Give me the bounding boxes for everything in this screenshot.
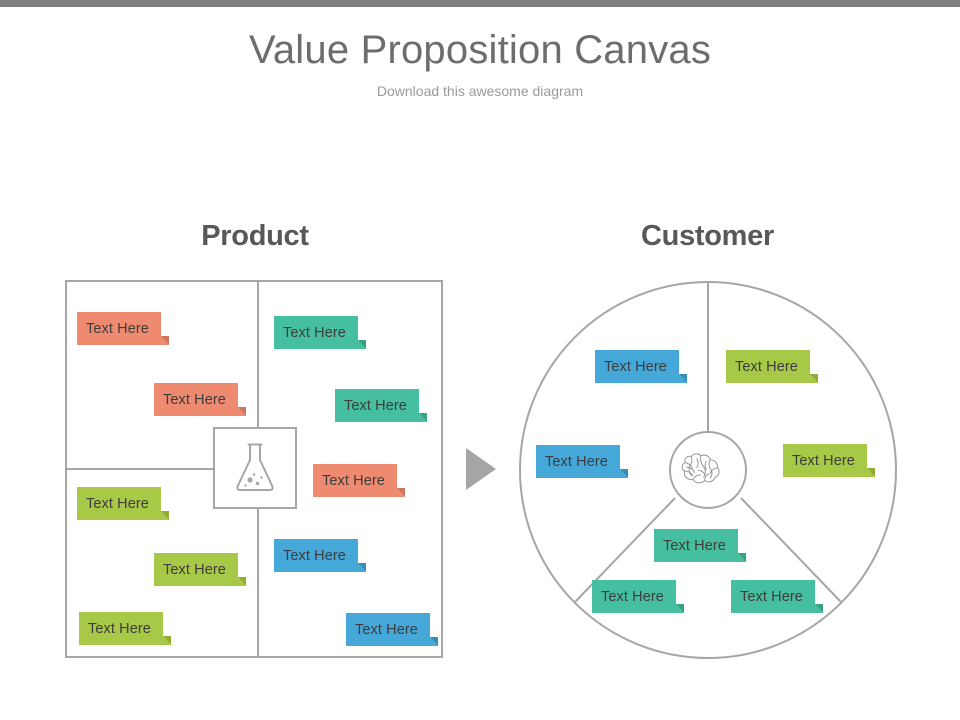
product-tag-blue-2[interactable]: Text Here <box>346 613 438 646</box>
section-heading-product: Product <box>201 220 309 252</box>
product-tag-salmon-1[interactable]: Text Here <box>77 312 169 345</box>
customer-inner-circle <box>669 431 747 509</box>
tag-shape <box>77 312 169 345</box>
tag-shape <box>346 613 438 646</box>
tag-shape <box>313 464 405 497</box>
tag-shape <box>154 553 246 586</box>
product-grid-horizontal-divider <box>65 468 259 470</box>
tag-shape <box>154 383 246 416</box>
tag-shape <box>335 389 427 422</box>
page-subtitle: Download this awesome diagram <box>376 83 584 99</box>
product-tag-olive-2[interactable]: Text Here <box>154 553 246 586</box>
product-tag-olive-1[interactable]: Text Here <box>77 487 169 520</box>
flask-icon-box <box>213 427 297 509</box>
tag-shape <box>783 444 875 477</box>
top-accent-bar <box>0 0 960 7</box>
customer-tag-teal-2[interactable]: Text Here <box>592 580 684 613</box>
tag-shape <box>274 316 366 349</box>
customer-tag-blue-1[interactable]: Text Here <box>595 350 687 383</box>
customer-tag-olive-2[interactable]: Text Here <box>783 444 875 477</box>
customer-tag-olive-1[interactable]: Text Here <box>726 350 818 383</box>
product-tag-teal-2[interactable]: Text Here <box>335 389 427 422</box>
flask-icon <box>236 443 274 491</box>
tag-shape <box>595 350 687 383</box>
tag-shape <box>274 539 366 572</box>
flow-arrow-icon <box>466 448 496 490</box>
section-heading-customer: Customer <box>641 220 774 252</box>
brain-icon <box>681 453 720 484</box>
customer-tag-teal-3[interactable]: Text Here <box>731 580 823 613</box>
tag-shape <box>592 580 684 613</box>
sector-divider-bottom-left <box>574 497 676 603</box>
product-tag-teal-1[interactable]: Text Here <box>274 316 366 349</box>
tag-shape <box>536 445 628 478</box>
customer-tag-blue-2[interactable]: Text Here <box>536 445 628 478</box>
tag-shape <box>654 529 746 562</box>
customer-tag-teal-1[interactable]: Text Here <box>654 529 746 562</box>
product-tag-blue-1[interactable]: Text Here <box>274 539 366 572</box>
product-tag-olive-3[interactable]: Text Here <box>79 612 171 645</box>
product-tag-salmon-3[interactable]: Text Here <box>313 464 405 497</box>
sector-divider-bottom-right <box>740 497 842 603</box>
page-title: Value Proposition Canvas <box>248 28 712 72</box>
tag-shape <box>731 580 823 613</box>
tag-shape <box>77 487 169 520</box>
tag-shape <box>79 612 171 645</box>
product-tag-salmon-2[interactable]: Text Here <box>154 383 246 416</box>
tag-shape <box>726 350 818 383</box>
